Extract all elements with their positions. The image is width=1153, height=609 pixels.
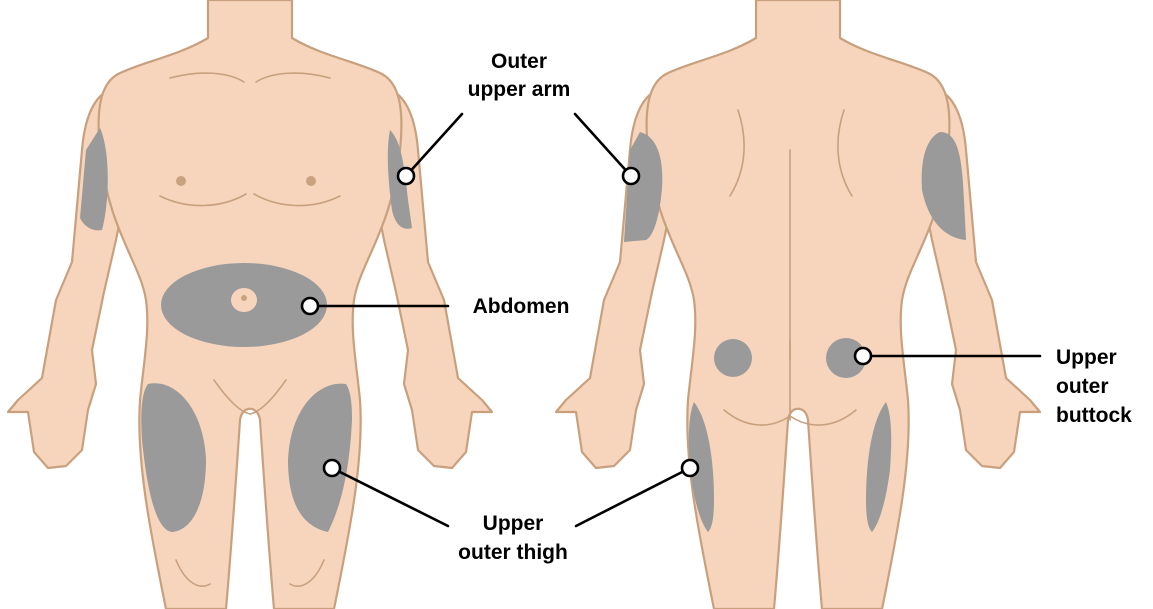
front-left-nipple xyxy=(176,176,186,186)
label-upper-outer-buttock-line2: outer xyxy=(1056,375,1109,398)
marker-front-upper-arm xyxy=(398,168,414,184)
back-torso xyxy=(647,0,950,609)
marker-back-thigh xyxy=(682,460,698,476)
label-upper-outer-thigh-line1: Upper xyxy=(483,512,544,535)
label-outer-upper-arm-line2: upper arm xyxy=(468,78,571,101)
marker-front-thigh xyxy=(324,460,340,476)
label-upper-outer-buttock-line1: Upper xyxy=(1056,346,1117,369)
marker-back-upper-arm xyxy=(623,168,639,184)
navel xyxy=(241,295,247,301)
label-outer-upper-arm-line1: Outer xyxy=(491,50,547,73)
label-abdomen: Abdomen xyxy=(473,295,570,318)
leader-back-thigh xyxy=(576,468,690,526)
site-back-left-buttock xyxy=(714,339,752,377)
label-upper-outer-buttock-line3: buttock xyxy=(1056,404,1132,427)
marker-abdomen xyxy=(302,298,318,314)
front-right-nipple xyxy=(306,176,316,186)
leader-back-arm xyxy=(575,114,631,176)
label-upper-outer-thigh-line2: outer thigh xyxy=(458,541,568,564)
back-body-figure xyxy=(556,0,1040,609)
marker-buttock xyxy=(855,348,871,364)
